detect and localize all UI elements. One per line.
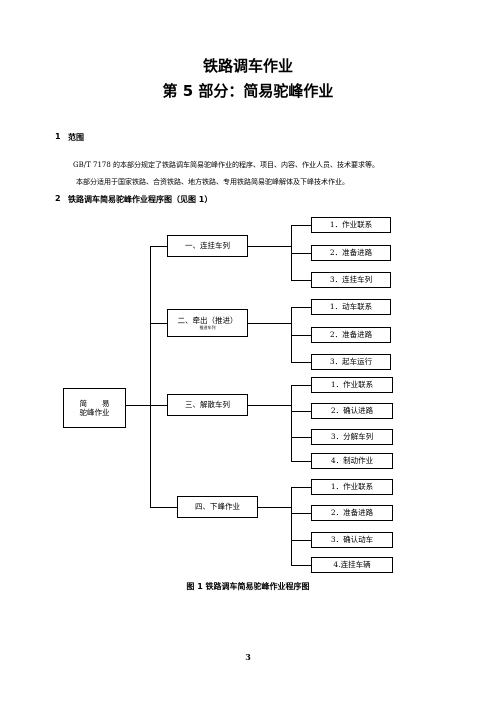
stage-3-step-4-box-label: 4．制动作业 xyxy=(330,456,374,466)
root-box-simple-hump-label: 简 易 驼峰作业 xyxy=(79,398,110,417)
document-subtitle: 第 5 部分：简易驼峰作业 xyxy=(162,82,334,100)
stage-1-branch xyxy=(150,246,167,247)
stage-3-step-4-box: 4．制动作业 xyxy=(311,453,393,469)
stage-1-step-1-box: 1．作业联系 xyxy=(311,217,391,233)
stage-3-step-2-box: 2．确认进路 xyxy=(311,403,393,419)
stage-2-step-1-branch xyxy=(291,307,311,308)
stage-4-box: 四、下峰作业 xyxy=(177,496,258,518)
stage-4-step-3-branch xyxy=(291,540,311,541)
section-1-title: 范围 xyxy=(68,133,84,142)
stage-1-step-1-branch xyxy=(291,225,311,226)
stage-4-step-1-branch xyxy=(291,487,311,488)
stage-3-step-3-box-label: 3．分解车列 xyxy=(330,432,374,442)
stage-2-branch xyxy=(150,323,167,324)
section-2-title: 铁路调车简易驼峰作业程序图（见图 1） xyxy=(68,195,213,204)
stage-4-step-1-box-label: 1．作业联系 xyxy=(330,482,374,492)
stage-2-box-label: 二、牵出（推进） xyxy=(177,315,238,325)
stage-1-box-label: 一、连挂车列 xyxy=(185,241,230,251)
stage-2-step-1-box: 1．动车联系 xyxy=(311,299,391,315)
stage-4-step-4-box-label: 4.连挂车辆 xyxy=(333,560,371,570)
stage-3-box: 三、解散车列 xyxy=(167,394,248,416)
stage-3-step-3-branch xyxy=(291,437,311,438)
stage-1-connector xyxy=(248,246,291,247)
stage-3-branch xyxy=(150,405,167,406)
stage-3-connector xyxy=(248,405,291,406)
stage-3-step-1-box-label: 1．作业联系 xyxy=(330,380,374,390)
paragraph-applicability: 本部分适用于国家铁路、合资铁路、地方铁路、专用铁路简易驼峰解体及下峰技术作业。 xyxy=(76,178,349,186)
stage-3-step-2-branch xyxy=(291,411,311,412)
stage-2-step-2-box: 2．准备进路 xyxy=(311,327,391,343)
stage-3-step-1-branch xyxy=(291,385,311,386)
stage-1-step-3-branch xyxy=(291,280,311,281)
root-connector xyxy=(126,405,150,406)
stage-4-step-1-box: 1．作业联系 xyxy=(311,479,393,495)
stage-3-step-4-branch xyxy=(291,461,311,462)
page-number: 3 xyxy=(245,652,251,662)
main-trunk-line xyxy=(150,246,151,508)
stage-4-step-2-box-label: 2．准备进路 xyxy=(330,508,374,518)
stage-4-step-4-box: 4.连挂车辆 xyxy=(311,557,393,573)
stage-4-step-3-box-label: 3．确认动车 xyxy=(330,535,374,545)
stage-2-step-3-box: 3．起车运行 xyxy=(311,354,391,370)
stage-4-box-label: 四、下峰作业 xyxy=(195,502,240,512)
stage-3-step-3-box: 3．分解车列 xyxy=(311,429,393,445)
stage-1-step-1-box-label: 1．作业联系 xyxy=(329,220,373,230)
document-title: 铁路调车作业 xyxy=(202,57,293,75)
stage-4-step-4-branch xyxy=(291,565,311,566)
stage-3-subtrunk xyxy=(291,385,292,462)
stage-3-step-2-box-label: 2．确认进路 xyxy=(330,406,374,416)
stage-4-step-2-box: 2．准备进路 xyxy=(311,505,393,521)
section-1-number: 1 xyxy=(55,132,61,141)
stage-1-box: 一、连挂车列 xyxy=(167,235,248,257)
stage-2-step-2-branch xyxy=(291,335,311,336)
stage-2-step-3-branch xyxy=(291,362,311,363)
stage-4-branch xyxy=(150,507,177,508)
stage-4-step-2-branch xyxy=(291,513,311,514)
stage-2-step-1-box-label: 1．动车联系 xyxy=(329,302,373,312)
stage-1-step-3-box-label: 3．连挂车列 xyxy=(329,275,373,285)
stage-1-step-2-branch xyxy=(291,253,311,254)
stage-4-connector xyxy=(258,507,291,508)
stage-1-step-2-box: 2．准备进路 xyxy=(311,245,391,261)
stage-1-step-2-box-label: 2．准备进路 xyxy=(329,248,373,258)
stage-2-connector xyxy=(248,323,291,324)
stage-2-step-2-box-label: 2．准备进路 xyxy=(329,330,373,340)
stage-3-step-1-box: 1．作业联系 xyxy=(311,377,393,393)
section-2-number: 2 xyxy=(55,194,61,203)
stage-1-step-3-box: 3．连挂车列 xyxy=(311,272,391,288)
figure-caption: 图 1 铁路调车简易驼峰作业程序图 xyxy=(186,582,310,591)
stage-4-step-3-box: 3．确认动车 xyxy=(311,532,393,548)
paragraph-scope: GB/T 7178 的本部分规定了铁路调车简易驼峰作业的程序、项目、内容、作业人… xyxy=(73,161,380,169)
stage-2-step-3-box-label: 3．起车运行 xyxy=(329,357,373,367)
stage-2-box: 二、牵出（推进）推进车列 xyxy=(167,309,248,337)
stage-4-subtrunk xyxy=(291,487,292,566)
root-box-simple-hump: 简 易 驼峰作业 xyxy=(63,388,126,428)
stage-3-box-label: 三、解散车列 xyxy=(185,400,230,410)
stage-2-box-sublabel: 推进车列 xyxy=(199,325,216,331)
